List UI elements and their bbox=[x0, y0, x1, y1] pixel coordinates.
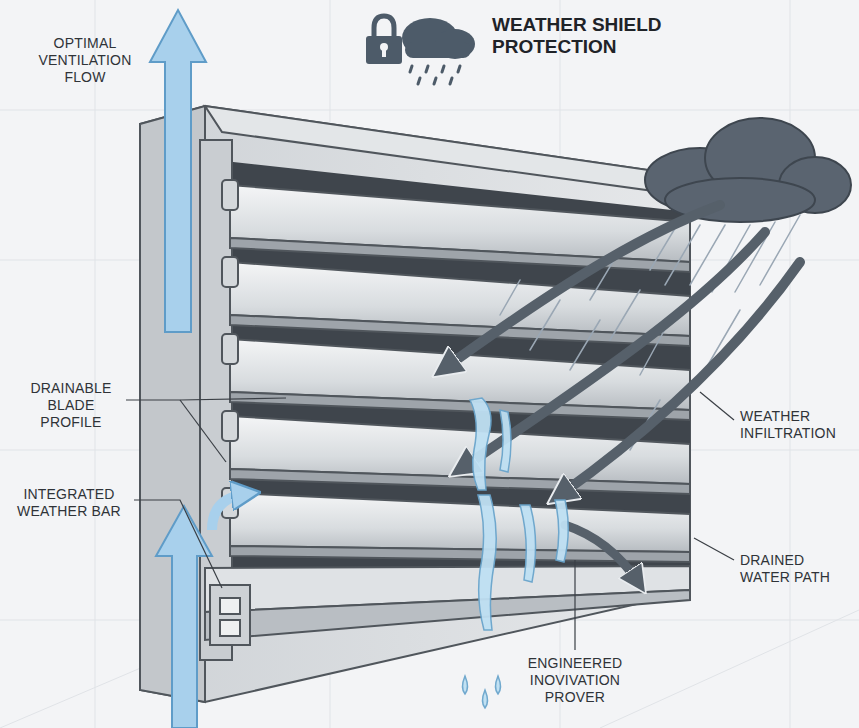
back-plate bbox=[140, 106, 690, 702]
water-drop bbox=[496, 676, 501, 694]
lock-cloud-icon bbox=[366, 16, 475, 84]
frame-top bbox=[205, 106, 690, 196]
blade-lip bbox=[230, 469, 690, 494]
weather-bar-sill bbox=[205, 566, 690, 645]
grid-line bbox=[95, 0, 96, 728]
grid-line bbox=[600, 610, 859, 728]
drop bbox=[450, 78, 452, 84]
callout-label: OPTIMAL VENTILATION FLOW bbox=[20, 35, 150, 85]
airflow-arrow bbox=[156, 506, 212, 728]
blade-lip bbox=[230, 392, 690, 420]
rain bbox=[500, 280, 520, 315]
airflow-arrow bbox=[150, 10, 206, 332]
lock-shackle bbox=[374, 16, 394, 38]
louver-blades bbox=[222, 180, 690, 562]
drop bbox=[442, 66, 444, 72]
infiltration-arrows bbox=[445, 205, 800, 582]
water-run bbox=[470, 398, 491, 490]
callout-label: ENGINEERED INOVIVATION PROVER bbox=[510, 655, 640, 705]
sill-front bbox=[205, 590, 690, 640]
water-drop bbox=[463, 676, 468, 694]
rain bbox=[610, 290, 640, 340]
bar-profile bbox=[210, 585, 250, 645]
leader-line bbox=[694, 538, 734, 560]
airflow-curve bbox=[212, 494, 246, 530]
water-drop bbox=[483, 690, 488, 708]
blade-clip bbox=[222, 257, 238, 287]
callout-label: INTEGRATED WEATHER BAR bbox=[8, 486, 130, 520]
leader-line bbox=[126, 398, 286, 400]
drop bbox=[410, 66, 412, 72]
drop bbox=[458, 66, 460, 72]
leader-line bbox=[134, 500, 222, 588]
callout-label: DRAINABLE BLADE PROFILE bbox=[20, 380, 122, 430]
weather-arrow bbox=[560, 262, 800, 495]
grid-line bbox=[790, 0, 791, 728]
blade-lip bbox=[230, 315, 690, 346]
ventilation-arrows bbox=[150, 10, 246, 728]
leader-line bbox=[700, 392, 734, 420]
blade-clip bbox=[222, 334, 238, 364]
callout-label: DRAINED WATER PATH bbox=[740, 552, 850, 586]
water-run bbox=[478, 495, 496, 630]
keyhole bbox=[382, 48, 386, 57]
bar-chamber bbox=[220, 598, 240, 614]
weather-arrow bbox=[445, 205, 720, 368]
storm-cloud bbox=[645, 118, 851, 222]
water-run bbox=[520, 505, 536, 582]
callout-label: WEATHER INFILTRATION bbox=[740, 408, 852, 442]
leader-lines bbox=[126, 392, 734, 650]
drop bbox=[418, 78, 420, 84]
blade bbox=[230, 493, 690, 552]
water-run bbox=[555, 500, 568, 562]
drain-arrow bbox=[565, 525, 638, 582]
diagram-title: WEATHER SHIELD PROTECTION bbox=[492, 14, 712, 58]
drop bbox=[426, 66, 428, 72]
grid-line bbox=[0, 110, 859, 111]
leader-line bbox=[180, 400, 226, 462]
rain bbox=[570, 320, 600, 370]
blade-clip bbox=[222, 411, 238, 441]
icon-cloud bbox=[405, 42, 471, 58]
bar-chamber bbox=[220, 620, 240, 636]
icon-drops bbox=[410, 66, 460, 84]
blade-clip bbox=[222, 180, 238, 210]
water-run bbox=[500, 410, 511, 472]
leader-line bbox=[574, 560, 575, 650]
lock-body bbox=[366, 36, 402, 64]
drop bbox=[434, 78, 436, 84]
